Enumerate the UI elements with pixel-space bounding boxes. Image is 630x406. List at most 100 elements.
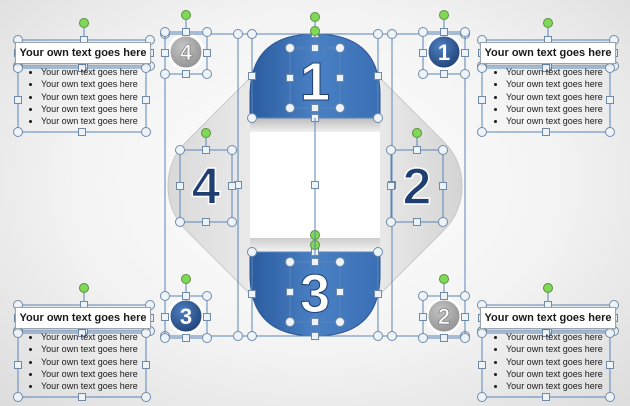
selection-handle[interactable] — [285, 103, 295, 113]
bullet-list[interactable]: Your own text goes here Your own text go… — [25, 66, 138, 127]
selection-handle[interactable] — [13, 127, 23, 137]
selection-handle[interactable] — [440, 70, 448, 78]
rotation-handle[interactable] — [439, 10, 449, 20]
panel-bottom-right[interactable]: Your own text goes here Your own text go… — [480, 307, 616, 399]
selection-handle[interactable] — [336, 288, 344, 296]
selection-handle[interactable] — [311, 44, 319, 52]
selection-handle[interactable] — [374, 290, 382, 298]
selection-handle[interactable] — [182, 28, 190, 36]
panel-title[interactable]: Your own text goes here — [480, 307, 616, 329]
selection-handle[interactable] — [247, 113, 257, 123]
selection-handle[interactable] — [182, 292, 190, 300]
selection-handle[interactable] — [285, 317, 295, 327]
panel-title[interactable]: Your own text goes here — [15, 307, 151, 329]
rotation-handle[interactable] — [201, 128, 211, 138]
selection-handle[interactable] — [78, 64, 86, 72]
selection-handle[interactable] — [439, 182, 447, 190]
selection-handle[interactable] — [202, 218, 210, 226]
rotation-handle[interactable] — [79, 18, 89, 28]
rotation-handle[interactable] — [543, 18, 553, 28]
selection-handle[interactable] — [387, 331, 397, 341]
selection-handle[interactable] — [203, 313, 211, 321]
selection-handle[interactable] — [202, 333, 212, 343]
selection-handle[interactable] — [440, 28, 448, 36]
selection-handle[interactable] — [311, 258, 319, 266]
selection-handle[interactable] — [233, 29, 243, 39]
selection-handle[interactable] — [14, 96, 22, 104]
selection-handle[interactable] — [387, 182, 395, 190]
panel-bottom-left[interactable]: Your own text goes here Your own text go… — [15, 307, 151, 399]
selection-handle[interactable] — [335, 257, 345, 267]
selection-handle[interactable] — [161, 49, 169, 57]
selection-handle[interactable] — [78, 393, 86, 401]
selection-handle[interactable] — [176, 182, 184, 190]
selection-handle[interactable] — [606, 96, 614, 104]
selection-handle[interactable] — [387, 29, 397, 39]
selection-handle[interactable] — [419, 49, 427, 57]
selection-handle[interactable] — [461, 313, 469, 321]
selection-handle[interactable] — [460, 333, 470, 343]
selection-handle[interactable] — [374, 72, 382, 80]
rotation-handle[interactable] — [310, 12, 320, 22]
selection-handle[interactable] — [335, 43, 345, 53]
selection-handle[interactable] — [175, 217, 185, 227]
segment-2-shape[interactable] — [361, 79, 463, 293]
selection-handle[interactable] — [160, 291, 170, 301]
selection-handle[interactable] — [247, 247, 257, 257]
selection-handle[interactable] — [78, 128, 86, 136]
selection-handle[interactable] — [286, 74, 294, 82]
panel-title[interactable]: Your own text goes here — [480, 42, 616, 64]
selection-handle[interactable] — [606, 361, 614, 369]
rotation-handle[interactable] — [543, 283, 553, 293]
selection-handle[interactable] — [142, 96, 150, 104]
panel-title[interactable]: Your own text goes here — [15, 42, 151, 64]
selection-handle[interactable] — [478, 361, 486, 369]
selection-handle[interactable] — [542, 128, 550, 136]
selection-handle[interactable] — [160, 69, 170, 79]
selection-handle[interactable] — [233, 331, 243, 341]
selection-handle[interactable] — [161, 313, 169, 321]
selection-handle[interactable] — [141, 127, 151, 137]
selection-handle[interactable] — [175, 145, 185, 155]
selection-handle[interactable] — [438, 217, 448, 227]
selection-handle[interactable] — [461, 49, 469, 57]
selection-handle[interactable] — [418, 291, 428, 301]
selection-handle[interactable] — [202, 69, 212, 79]
selection-handle[interactable] — [460, 69, 470, 79]
selection-handle[interactable] — [542, 64, 550, 72]
bullet-list[interactable]: Your own text goes here Your own text go… — [490, 66, 603, 127]
panel-top-right[interactable]: Your own text goes here Your own text go… — [480, 42, 616, 134]
panel-top-left[interactable]: Your own text goes here Your own text go… — [15, 42, 151, 134]
selection-handle[interactable] — [478, 96, 486, 104]
selection-handle[interactable] — [477, 127, 487, 137]
selection-handle[interactable] — [78, 329, 86, 337]
selection-handle[interactable] — [440, 292, 448, 300]
selection-handle[interactable] — [13, 392, 23, 402]
selection-handle[interactable] — [460, 291, 470, 301]
selection-handle[interactable] — [373, 29, 383, 39]
selection-handle[interactable] — [336, 74, 344, 82]
selection-handle[interactable] — [542, 329, 550, 337]
selection-handle[interactable] — [228, 182, 236, 190]
selection-handle[interactable] — [160, 333, 170, 343]
selection-handle[interactable] — [373, 331, 383, 341]
selection-handle[interactable] — [311, 318, 319, 326]
rotation-handle[interactable] — [181, 274, 191, 284]
selection-handle[interactable] — [418, 27, 428, 37]
selection-handle[interactable] — [413, 146, 421, 154]
selection-handle[interactable] — [542, 393, 550, 401]
selection-handle[interactable] — [141, 392, 151, 402]
selection-handle[interactable] — [386, 217, 396, 227]
selection-handle[interactable] — [202, 146, 210, 154]
selection-handle[interactable] — [160, 27, 170, 37]
selection-handle[interactable] — [247, 29, 257, 39]
selection-handle[interactable] — [247, 331, 257, 341]
selection-handle[interactable] — [182, 334, 190, 342]
selection-handle[interactable] — [311, 332, 319, 340]
bullet-list[interactable]: Your own text goes here Your own text go… — [490, 331, 603, 392]
selection-handle[interactable] — [248, 72, 256, 80]
selection-handle[interactable] — [335, 103, 345, 113]
selection-handle[interactable] — [386, 145, 396, 155]
selection-handle[interactable] — [142, 361, 150, 369]
selection-handle[interactable] — [286, 288, 294, 296]
